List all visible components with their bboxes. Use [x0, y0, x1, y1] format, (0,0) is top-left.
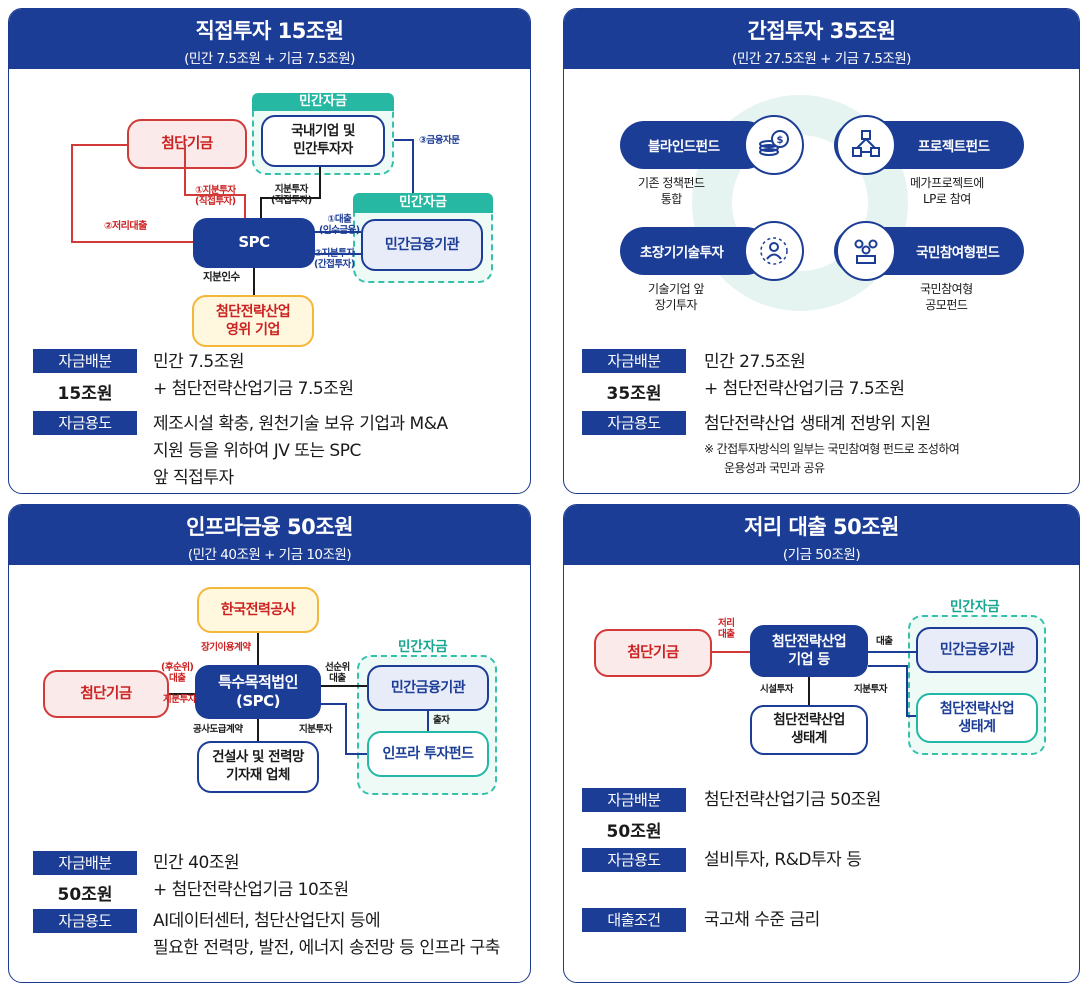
allocation-line-2: + 첨단전략산업기금 7.5조원 [153, 379, 354, 399]
panel-title: 직접투자 15조원 [195, 19, 344, 43]
cube-network-icon [836, 115, 896, 175]
panel-header: 저리 대출 50조원 (기금 50조원) [564, 505, 1079, 565]
spc-box: SPC [193, 218, 315, 268]
tag-fund-use: 자금용도 [582, 848, 686, 872]
label-equity-direct: ①지분투자(직접투자) [195, 185, 236, 207]
use-line-1: AI데이터센터, 첨단산업단지 등에 [153, 911, 381, 931]
label-share-acquisition: 지분인수 [203, 271, 240, 283]
citizen-group-icon [836, 221, 896, 281]
ecosystem-private-box: 첨단전략산업 생태계 [916, 693, 1038, 743]
use-line-2: 지원 등을 위하여 JV 또는 SPC [153, 441, 361, 461]
total-amount: 35조원 [606, 384, 662, 404]
label-facility-investment: 시설투자 [760, 684, 793, 695]
label-equity-direct-2: 지분투자(직접투자) [271, 184, 312, 206]
private-fin-box: 민간금융기관 [367, 665, 489, 711]
use-line-3: 앞 직접투자 [153, 468, 234, 488]
private-fin-box: 민간금융기관 [361, 219, 483, 271]
panel-title: 저리 대출 50조원 [744, 515, 899, 539]
note-line-2: 운용성과 국민과 공유 [724, 461, 825, 475]
panel-subtitle: (민간 27.5조원 + 기금 7.5조원) [732, 51, 911, 67]
use-line-2: 필요한 전력망, 발전, 에너지 송전망 등 인프라 구축 [153, 938, 500, 958]
blind-fund-desc: 기존 정책펀드 통합 [638, 176, 705, 207]
panel-header: 인프라금융 50조원 (민간 40조원 + 기금 10조원) [9, 505, 530, 565]
kepco-box: 한국전력공사 [197, 587, 319, 633]
panel-subtitle: (민간 7.5조원 + 기금 7.5조원) [184, 51, 355, 67]
total-amount: 50조원 [606, 822, 662, 842]
people-network-icon [744, 221, 804, 281]
tag-fund-allocation: 자금배분 [33, 349, 137, 373]
label-investment: 출자 [433, 715, 450, 726]
label-construction-contract: 공사도급계약 [193, 724, 243, 735]
label-subordinated-loan: (후순위)대출 [161, 662, 194, 684]
citizen-fund-desc: 국민참여형 공모펀드 [920, 282, 973, 313]
ecosystem-box: 첨단전략산업 생태계 [750, 705, 868, 755]
company-box: 첨단전략산업 기업 등 [750, 625, 868, 677]
tag-loan-terms: 대출조건 [582, 908, 686, 932]
label-equity-indirect: ②지분투자(간접투자) [314, 248, 355, 270]
use-line-1: 첨단전략산업 생태계 전방위 지원 [704, 414, 931, 434]
private-funds-label: 민간자금 [950, 599, 1000, 615]
tag-fund-allocation: 자금배분 [582, 788, 686, 812]
panel-title: 인프라금융 50조원 [186, 515, 353, 539]
allocation-line-1: 첨단전략산업기금 50조원 [704, 790, 881, 810]
use-line-1: 제조시설 확충, 원천기술 보유 기업과 M&A [153, 414, 448, 434]
domestic-investors-box: 국내기업 및 민간투자자 [261, 115, 385, 167]
panel-indirect-investment: 간접투자 35조원 (민간 27.5조원 + 기금 7.5조원) 블라인드펀드 … [563, 8, 1080, 494]
panel-title: 간접투자 35조원 [747, 19, 896, 43]
tag-fund-allocation: 자금배분 [582, 349, 686, 373]
allocation-line-1: 민간 40조원 [153, 853, 240, 873]
tag-fund-use: 자금용도 [33, 909, 137, 933]
longterm-tech-desc: 기술기업 앞 장기투자 [648, 282, 705, 313]
allocation-line-2: + 첨단전략산업기금 10조원 [153, 880, 349, 900]
tag-fund-use: 자금용도 [33, 411, 137, 435]
label-equity-2: 지분투자 [299, 724, 332, 735]
advanced-fund-box: 첨단기금 [43, 670, 169, 718]
label-long-term-contract: 장기이용계약 [201, 642, 251, 653]
panel-header: 간접투자 35조원 (민간 27.5조원 + 기금 7.5조원) [564, 9, 1079, 69]
label-equity: 지분투자 [163, 694, 196, 705]
label-equity: 지분투자 [854, 684, 887, 695]
blind-fund-pill: 블라인드펀드 [620, 121, 770, 169]
loan-terms: 국고채 수준 금리 [704, 910, 820, 930]
builder-box: 건설사 및 전력망 기자재 업체 [197, 741, 319, 793]
tag-fund-allocation: 자금배분 [33, 851, 137, 875]
panel-subtitle: (기금 50조원) [782, 547, 861, 563]
panel-header: 직접투자 15조원 (민간 7.5조원 + 기금 7.5조원) [9, 9, 530, 69]
allocation-line-1: 민간 7.5조원 [153, 352, 245, 372]
private-fin-label: 민간자금 [353, 193, 493, 213]
allocation-line-1: 민간 27.5조원 [704, 352, 806, 372]
tag-fund-use: 자금용도 [582, 411, 686, 435]
label-loan: 대출 [876, 636, 893, 647]
total-amount: 15조원 [57, 384, 113, 404]
allocation-line-2: + 첨단전략산업기금 7.5조원 [704, 379, 905, 399]
advanced-fund-box: 첨단기금 [594, 629, 712, 677]
label-low-loan: ②저리대출 [104, 221, 147, 232]
coin-stack-icon: $ [744, 115, 804, 175]
infra-fund-box: 인프라 투자펀드 [367, 731, 489, 777]
advanced-fund-box: 첨단기금 [127, 119, 247, 169]
private-funds-label: 민간자금 [252, 93, 394, 111]
target-company-box: 첨단전략산업 영위 기업 [192, 295, 314, 347]
private-fin-box: 민간금융기관 [916, 627, 1038, 673]
label-loan-acq: ①대출(인수금융) [319, 214, 360, 236]
project-fund-desc: 메가프로젝트에 LP로 참여 [910, 176, 984, 207]
svg-text:$: $ [777, 135, 784, 146]
panel-direct-investment: 직접투자 15조원 (민간 7.5조원 + 기금 7.5조원) 민간자금 국내기… [8, 8, 531, 494]
label-fin-advice: ③금융자문 [419, 135, 460, 146]
note-line-1: ※ 간접투자방식의 일부는 국민참여형 펀드로 조성하여 [704, 442, 960, 456]
panel-subtitle: (민간 40조원 + 기금 10조원) [187, 547, 352, 563]
panel-infra-finance: 인프라금융 50조원 (민간 40조원 + 기금 10조원) 한국전력공사 첨단… [8, 504, 531, 983]
spc-box: 특수목적법인 (SPC) [195, 665, 321, 719]
use-line-1: 설비투자, R&D투자 등 [704, 850, 862, 870]
panel-low-interest-loan: 저리 대출 50조원 (기금 50조원) 첨단기금 첨단전략산업 기업 등 첨단… [563, 504, 1080, 983]
private-funds-label: 민간자금 [398, 639, 448, 655]
total-amount: 50조원 [57, 885, 113, 905]
